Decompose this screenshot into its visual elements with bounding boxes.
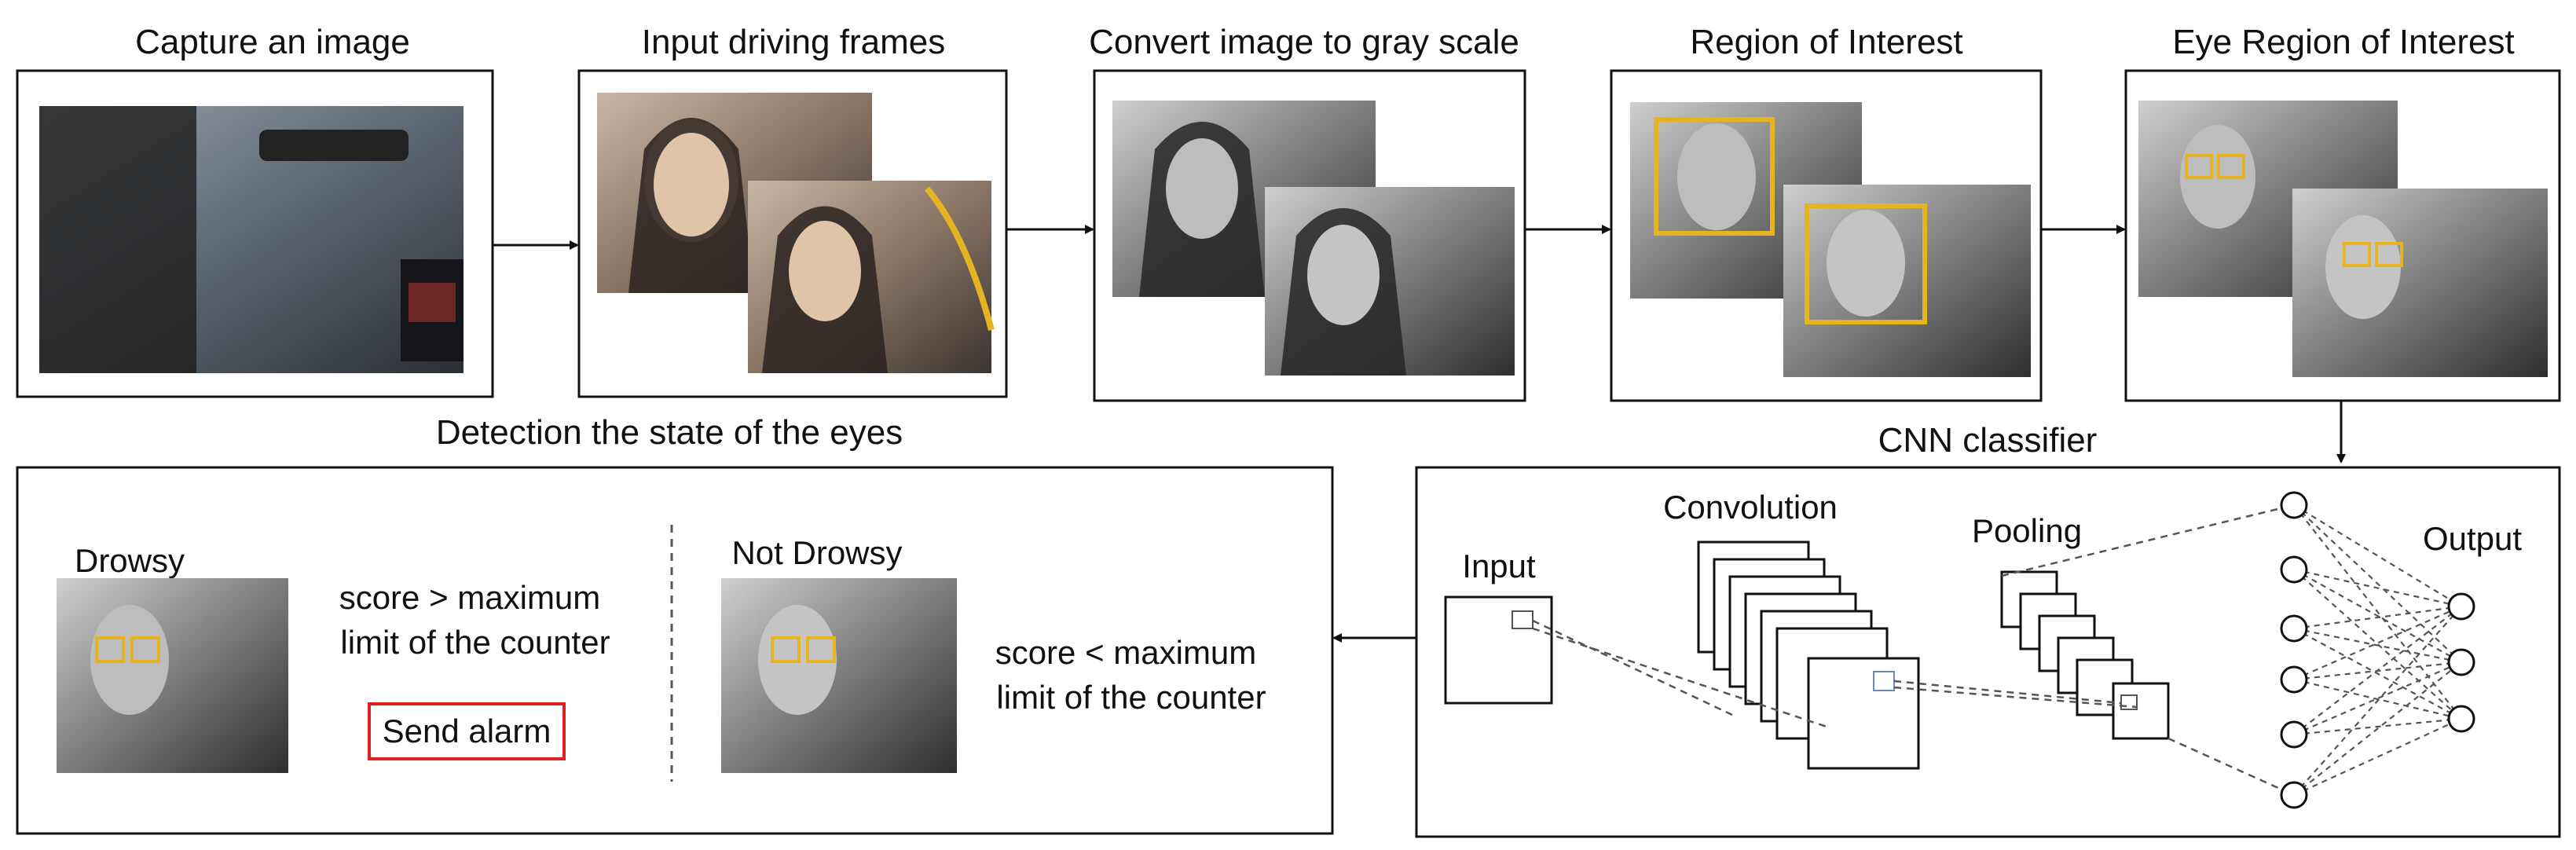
drowsy-rule-line2: limit of the counter [340, 624, 610, 661]
roi-frame-2 [1783, 185, 2031, 377]
drowsy-eye-box-left [95, 636, 125, 663]
drowsy-eye-image [57, 578, 288, 773]
step-box-eye-roi [2124, 69, 2561, 402]
step-box-input-frames [577, 69, 1008, 398]
face-roi-box-2 [1805, 203, 1927, 324]
face-roi-box-1 [1654, 117, 1775, 236]
step-box-grayscale [1093, 69, 1526, 402]
step-title-input-frames: Input driving frames [642, 23, 945, 61]
step-title-capture: Capture an image [135, 23, 410, 61]
step-title-roi: Region of Interest [1690, 23, 1962, 61]
eye-box-right-2 [2375, 242, 2403, 267]
cnn-title: CNN classifier [1878, 421, 2098, 460]
step-box-capture [16, 69, 494, 398]
not-drowsy-eye-box-right [806, 636, 836, 663]
cnn-input-square [1444, 595, 1553, 705]
send-alarm-label: Send alarm [383, 713, 551, 749]
cnn-dashed-connections [1532, 504, 2295, 797]
not-drowsy-rule-line1: score < maximum [995, 634, 1257, 671]
eye-box-left-2 [2343, 242, 2371, 267]
fully-connected-network [2280, 491, 2475, 809]
cnn-output-label: Output [2423, 520, 2522, 557]
convolution-stack [1697, 540, 1920, 770]
cnn-classifier-box: Input Convolution Pooling [1415, 466, 2561, 838]
drowsy-eye-box-right [130, 636, 160, 663]
detection-box: Drowsy score > maximum limit of the coun… [16, 466, 1334, 835]
not-drowsy-rule-line2: limit of the counter [996, 679, 1266, 716]
step-box-roi [1610, 69, 2043, 402]
cnn-input-label: Input [1462, 548, 1536, 584]
pooling-stack [2000, 570, 2170, 740]
detection-title: Detection the state of the eyes [436, 413, 903, 452]
not-drowsy-eye-image [721, 578, 957, 773]
cnn-pooling-label: Pooling [1972, 512, 2082, 549]
eye-box-left-1 [2185, 154, 2213, 179]
not-drowsy-eye-box-left [771, 636, 801, 663]
drowsy-rule-line1: score > maximum [339, 579, 601, 616]
step-title-eye-roi: Eye Region of Interest [2172, 23, 2514, 61]
not-drowsy-label: Not Drowsy [731, 534, 902, 571]
drowsy-label: Drowsy [75, 542, 185, 579]
eye-box-right-1 [2217, 154, 2245, 179]
cnn-convolution-label: Convolution [1663, 489, 1838, 526]
send-alarm-box [368, 702, 566, 760]
step-title-grayscale: Convert image to gray scale [1089, 23, 1519, 61]
